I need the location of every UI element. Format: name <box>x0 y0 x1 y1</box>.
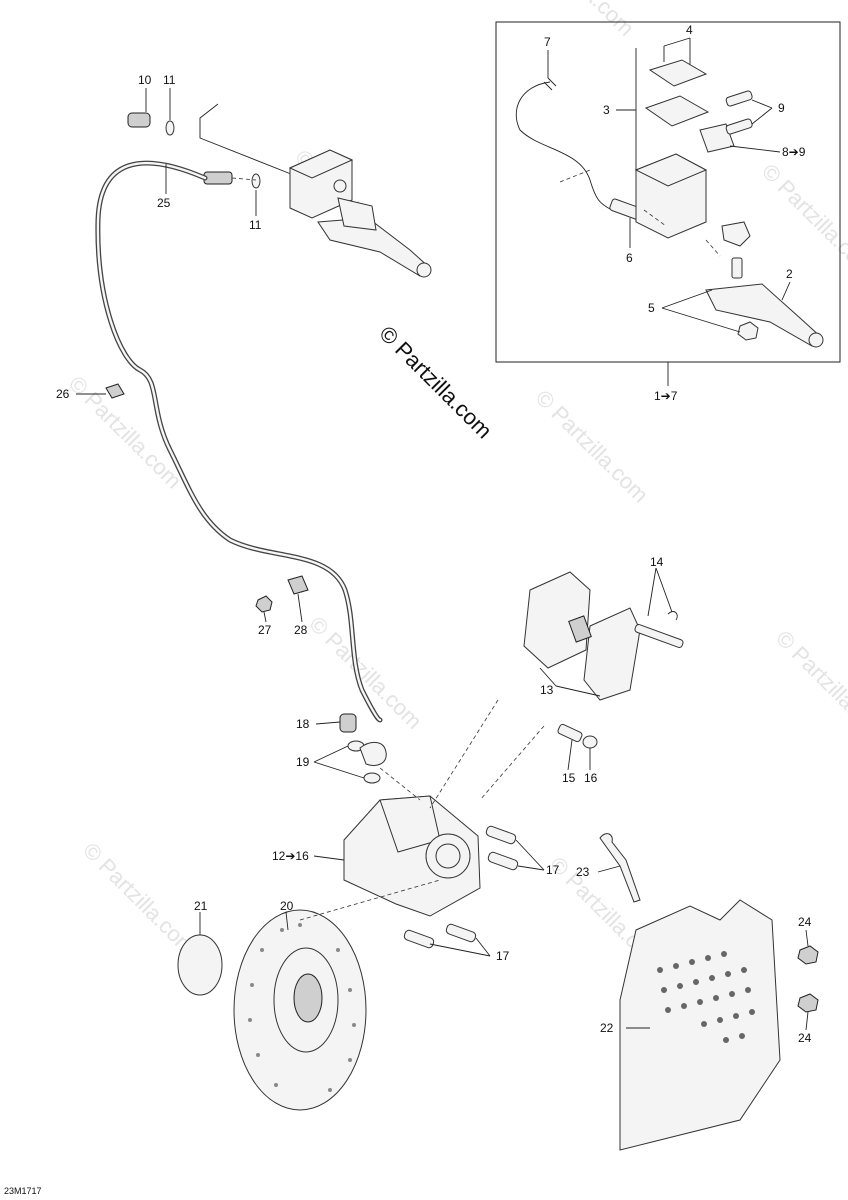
r-clip-14 <box>667 611 678 621</box>
lever-tip <box>416 262 432 278</box>
callout-9: 9 <box>778 101 785 115</box>
o-ring-21 <box>177 934 223 996</box>
callout-18: 18 <box>296 717 310 731</box>
copyright-watermark: © Partzilla.com <box>374 321 497 444</box>
banjo-bolt-18 <box>339 713 357 733</box>
brake-switch-wire-7 <box>515 81 613 211</box>
watermark: © Partzilla.com <box>757 159 848 282</box>
callout-22: 22 <box>600 1021 614 1035</box>
callout-25: 25 <box>157 196 171 210</box>
caliper-piston-inner <box>435 843 461 869</box>
caliper-bolt-17c <box>403 929 435 949</box>
callout-2: 2 <box>786 267 793 281</box>
bleeder-screw-15 <box>557 723 583 743</box>
watermark: © Partzilla.com <box>304 611 427 734</box>
vent-tube <box>199 103 297 177</box>
watermark: © Partzilla.com <box>78 838 201 961</box>
clamp-8 <box>699 123 735 153</box>
callout-16: 16 <box>584 771 598 785</box>
bolt-9a <box>725 90 753 107</box>
washer-19b <box>363 772 381 784</box>
caliper-bolt-17b <box>487 851 519 871</box>
banjo-bolt-10 <box>127 112 151 128</box>
callout-5: 5 <box>648 301 655 315</box>
callout-17-bottom: 17 <box>496 949 510 963</box>
callout-14: 14 <box>650 555 664 569</box>
callout-21: 21 <box>194 899 208 913</box>
wire-terminal <box>543 77 557 91</box>
brake-pad-13a <box>523 571 591 669</box>
callout-1-7: 1➔7 <box>654 389 678 403</box>
callout-17-top: 17 <box>546 863 560 877</box>
callout-10: 10 <box>138 73 152 87</box>
brake-lever-2 <box>705 283 823 347</box>
brake-pad-13b <box>583 607 641 701</box>
callout-26: 26 <box>56 387 70 401</box>
callout-15: 15 <box>562 771 576 785</box>
brake-pads-assembly <box>523 571 684 701</box>
disc-spline <box>293 973 323 1023</box>
disc-holes <box>248 923 356 1092</box>
callout-11-top: 11 <box>163 73 176 87</box>
washer-11-lower <box>251 173 261 189</box>
watermark: © Partzilla.com <box>64 371 187 494</box>
drawing-code: 23M1717 <box>4 1186 42 1196</box>
dust-boot <box>721 221 751 247</box>
master-cylinder-top <box>634 153 708 187</box>
clamp <box>337 197 377 231</box>
caliper-bolt-17d <box>445 923 477 943</box>
reservoir-top <box>288 149 354 179</box>
pivot-bolt-5 <box>731 257 743 279</box>
reservoir-cover-3 <box>648 59 708 87</box>
hose-fitting <box>203 171 233 185</box>
leader-lines <box>76 37 809 1031</box>
nut-5 <box>737 321 759 341</box>
callout-23: 23 <box>576 865 590 879</box>
support-bracket-23 <box>599 833 641 903</box>
sight-glass <box>333 179 347 193</box>
banjo-fitting <box>359 742 387 766</box>
watermark: © Partzilla.com <box>531 385 654 508</box>
brake-disc-assembly <box>177 909 367 1111</box>
brake-hose-25 <box>95 160 383 723</box>
callout-8-9: 8➔9 <box>782 145 806 159</box>
watermark: © Partzilla.com <box>517 0 640 41</box>
callout-6: 6 <box>626 251 633 265</box>
callout-27: 27 <box>258 623 272 637</box>
bleeder-cap-16 <box>582 735 598 749</box>
callout-20: 20 <box>280 899 294 913</box>
washer-11 <box>165 120 175 136</box>
callout-11-bottom: 11 <box>249 218 262 232</box>
callout-4: 4 <box>686 23 693 37</box>
callout-24-top: 24 <box>798 915 812 929</box>
watermark: © Partzilla.com <box>771 625 848 748</box>
callout-labels: 10 11 11 25 26 27 28 7 4 3 9 8➔9 6 2 5 1… <box>56 23 812 1045</box>
shield-holes <box>657 951 755 1043</box>
nut-24a <box>797 945 819 965</box>
heat-shield-assembly <box>599 833 819 1151</box>
caliper-assembly <box>339 713 598 949</box>
callout-19: 19 <box>296 755 310 769</box>
caliper-bolt-17a <box>485 825 517 845</box>
callout-24-bottom: 24 <box>798 1031 812 1045</box>
bolt-9b <box>725 118 753 135</box>
pad-pin-14 <box>634 624 684 648</box>
nut-27 <box>255 595 273 613</box>
pad-spring <box>568 615 592 643</box>
callout-13: 13 <box>540 683 554 697</box>
callout-12-16: 12➔16 <box>272 849 309 863</box>
lever-end <box>808 332 824 348</box>
diaphragm-3 <box>644 95 710 127</box>
hose-clip-26 <box>105 383 125 399</box>
nut-24b <box>797 993 819 1013</box>
callout-3: 3 <box>603 103 610 117</box>
heat-shield-22 <box>619 899 781 1151</box>
hose-clip-28 <box>287 575 309 595</box>
callout-28: 28 <box>294 623 308 637</box>
master-cylinder-assembly <box>127 103 432 278</box>
callout-7: 7 <box>544 35 551 49</box>
